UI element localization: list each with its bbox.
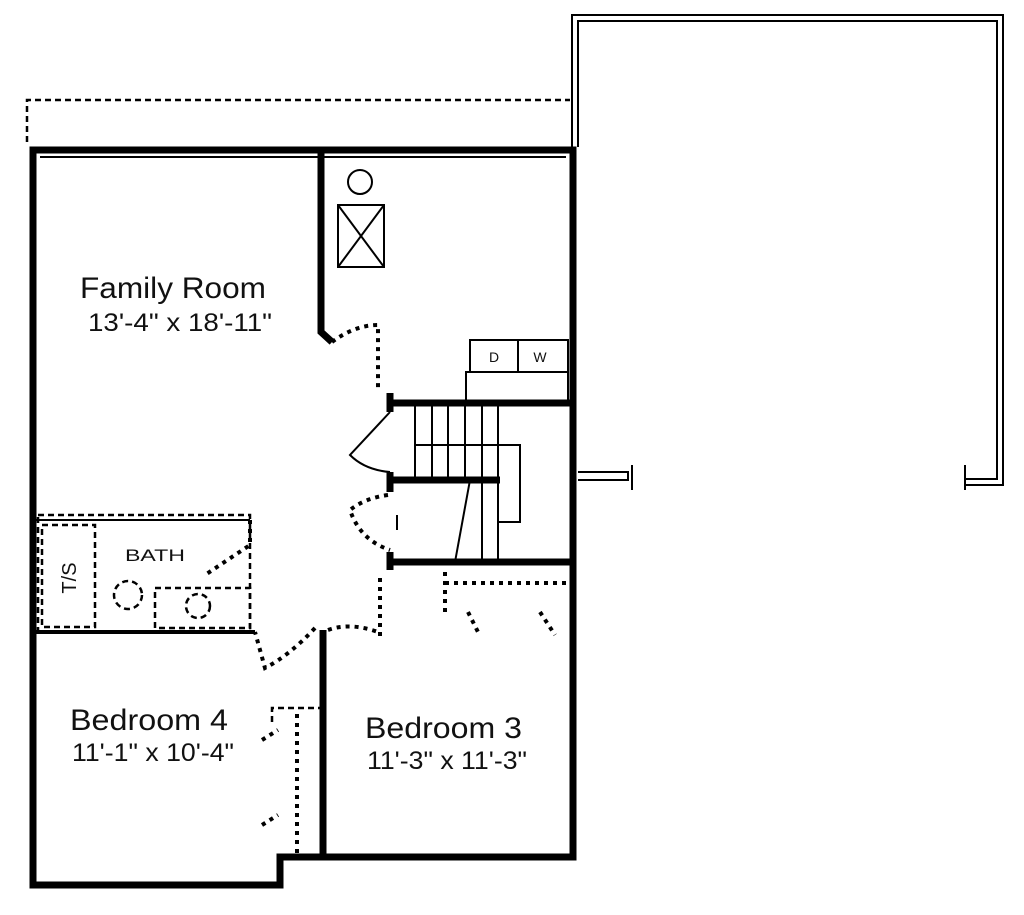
family-room-name: Family Room bbox=[80, 272, 266, 305]
bedroom4-name: Bedroom 4 bbox=[70, 704, 228, 737]
washer-label: W bbox=[533, 349, 547, 365]
laundry bbox=[465, 339, 569, 403]
mechanical-box-icon bbox=[337, 204, 385, 268]
flue-icon bbox=[347, 169, 373, 195]
family-room-dimensions: 13'-4" x 18'-11" bbox=[88, 309, 272, 337]
bedroom3-dimensions: 11'-3" x 11'-3" bbox=[367, 747, 527, 775]
bath-label: BATH bbox=[125, 546, 185, 565]
bedroom4-closet bbox=[260, 706, 322, 855]
staircase bbox=[414, 403, 521, 563]
bath-fixtures bbox=[36, 513, 252, 634]
bedroom4-dimensions: 11'-1" x 10'-4" bbox=[72, 739, 234, 767]
exterior-walls bbox=[29, 146, 577, 889]
door-swings bbox=[203, 322, 568, 671]
dryer-label: D bbox=[489, 349, 499, 365]
tub-shower-label: T/S bbox=[59, 562, 81, 593]
garage-outline bbox=[571, 14, 1004, 490]
dashed-overhang-outline bbox=[25, 98, 570, 142]
bedroom3-name: Bedroom 3 bbox=[365, 712, 522, 745]
